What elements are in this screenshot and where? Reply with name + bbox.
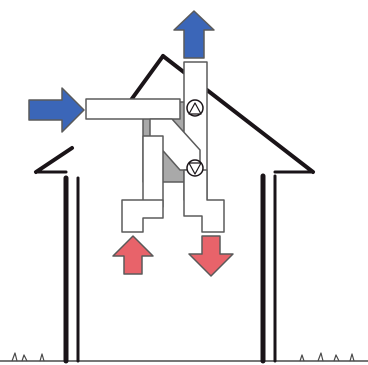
exhaust-arrow-icon (173, 10, 215, 59)
fan-top-icon (186, 99, 204, 117)
ground-line (0, 352, 368, 362)
supply-arrow-icon (112, 235, 154, 275)
duct-network (85, 61, 225, 233)
fan-bottom-icon (186, 159, 204, 177)
extract-arrow-icon (188, 235, 234, 277)
intake-arrow-icon (28, 87, 85, 133)
